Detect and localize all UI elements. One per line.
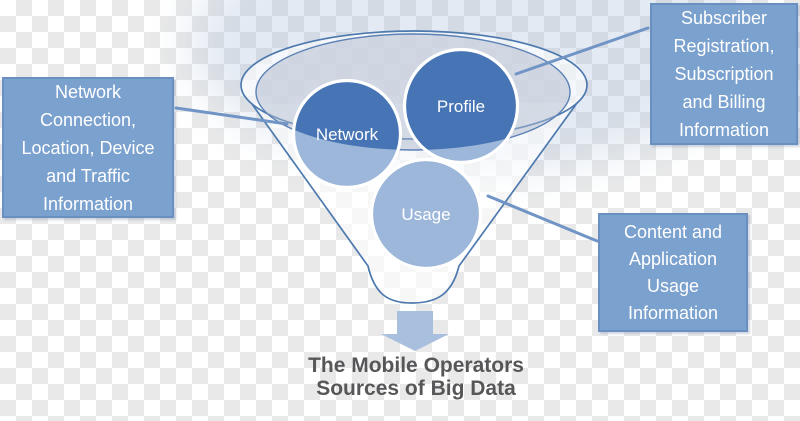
callout-network-box: Network Connection, Location, Device and… [2,77,174,218]
callout-network-line: Information [42,193,134,214]
callout-network-line: and Traffic [46,165,130,186]
connector-content-line [486,194,599,243]
caption-line-2: Sources of Big Data [316,377,516,400]
callout-subscriber-box: Subscriber Registration, Subscription an… [650,3,798,145]
funnel-cone-outline [251,102,578,304]
profile-circle-label: Profile [437,97,485,116]
profile-circle [402,47,520,165]
caption-line-1: The Mobile Operators [308,354,524,377]
connector-subscriber-line [514,26,650,76]
callout-content-line: Information [627,302,719,323]
callout-subscriber-line: Subscriber [680,8,768,28]
usage-circle [369,157,483,271]
callout-subscriber-line: Information [678,120,770,140]
callout-subscriber-line: and Billing [682,92,766,112]
network-circle-label: Network [316,125,379,144]
callout-subscriber-line: Registration, [673,36,775,56]
callout-subscriber-line: Subscription [674,64,774,84]
callout-content-box: Content and Application Usage Informatio… [598,213,748,332]
connector-network-line [174,106,289,126]
callout-network-line: Network [54,81,121,102]
down-arrow-icon [381,311,449,351]
callout-content-line: Content and [623,221,723,242]
network-circle [291,78,403,190]
usage-circle-label: Usage [401,205,450,224]
callout-network-line: Location, Device [21,137,155,158]
diagram-caption: The Mobile Operators Sources of Big Data [308,354,524,400]
callout-content-line: Application [628,248,718,269]
callout-content-line: Usage [646,275,700,296]
callout-network-line: Connection, [39,109,137,130]
